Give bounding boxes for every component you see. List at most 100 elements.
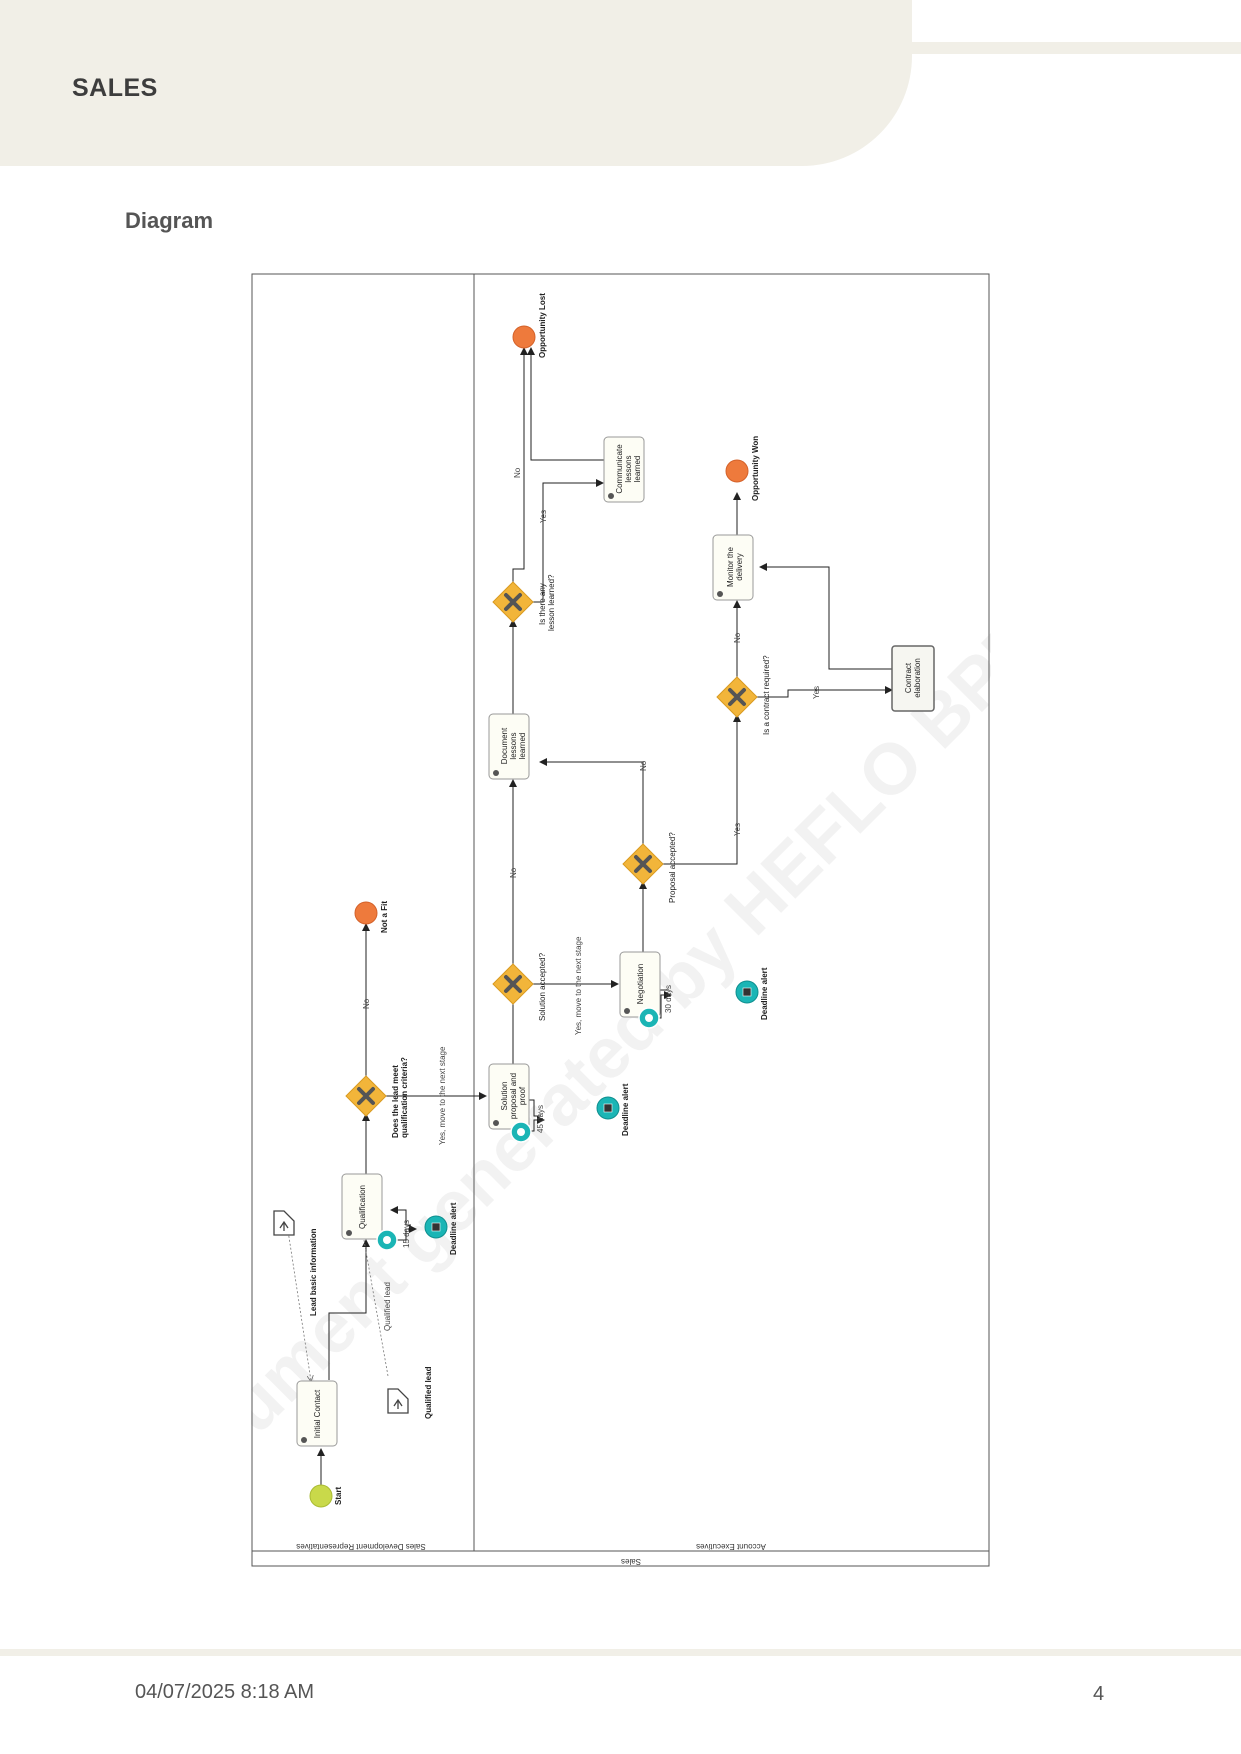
flow-contract-monitor [759,563,892,670]
flow-label-no-5: No [733,632,742,643]
flow-gw4-communicate [531,479,604,603]
task-initial-contact: Initial Contact [296,1380,338,1447]
task-communicate-label-3: learned [633,456,642,483]
envelope-icon [603,1103,613,1113]
data-object-qualified-lead [387,1388,409,1414]
envelope-icon [431,1222,441,1232]
flow-gw3-document [539,758,644,846]
task-document-label-2: lessons [509,732,518,759]
header-strip [912,42,1241,54]
deadline-alert-label-1: Deadline alert [449,1202,458,1255]
flow-communicate-lost [527,347,606,461]
assoc-label-qualified-lead: Qualified lead [383,1282,392,1331]
user-icon [493,770,499,776]
flow-label-yes-next: Yes, move to the next stage [438,1046,447,1145]
lane-label-sdr: Sales Development Representatives [296,1542,425,1551]
flow-gw4-lost [512,347,528,584]
clock-icon [517,1128,525,1136]
task-monitor-delivery: Monitor the delivery [712,534,754,601]
flow-label-no-2: No [509,867,518,878]
task-communicate-label-1: Communicate [615,444,624,494]
assoc-qualification-qualifiedlead [363,1239,389,1377]
task-document-label-3: learned [518,733,527,760]
flow-deadline1-qualification [390,1206,411,1226]
deadline-alert-label-2: Deadline alert [621,1083,630,1136]
flow-label-no: No [362,998,371,1009]
end-event-not-fit [354,901,378,925]
gateway-solution-label: Solution accepted? [538,952,547,1021]
flow-label-no-3: No [639,760,648,771]
task-monitor-label-1: Monitor the [726,546,735,587]
gateway-lesson-label-2: lesson learned? [547,574,556,631]
user-icon [301,1437,307,1443]
timer-label-negotiation: 30 days [664,985,673,1013]
user-icon [493,1120,499,1126]
user-icon [624,1008,630,1014]
task-document-lessons: Document lessons learned [488,713,530,780]
task-contract-label-1: Contract [904,662,913,693]
upload-arrow-icon [279,1220,289,1231]
flow-label-yes-3: Yes [733,823,742,836]
clock-icon [383,1236,391,1244]
gateway-proposal-accepted [622,843,664,885]
timer-label-solution: 45 days [536,1105,545,1133]
task-document-label-1: Document [500,727,509,764]
task-contract-label-2: elaboration [913,658,922,698]
start-event-label: Start [334,1486,343,1505]
task-negotiation-label: Negotiation [636,964,645,1004]
task-solution-proposal: Solution proposal and proof [488,1063,530,1130]
task-solution-label-2: proposal and [509,1073,518,1119]
flow-gw3-gw5 [661,714,741,865]
start-event [309,1484,333,1508]
gateway-contract-label: Is a contract required? [762,655,771,735]
not-fit-label: Not a Fit [380,901,389,933]
data-object-lead-info [273,1210,295,1236]
upload-arrow-icon [393,1398,403,1409]
footer-datetime: 04/07/2025 8:18 AM [135,1681,315,1703]
section-title: Diagram [125,208,214,233]
flow-gw5-contract [755,686,893,698]
page-number: 4 [1093,1683,1105,1705]
data-object-qualified-lead-label: Qualified lead [424,1366,433,1419]
task-solution-label-3: proof [518,1086,527,1105]
task-qualification: Qualification [341,1173,383,1240]
gateway-qualification-criteria [345,1075,387,1117]
assoc-leadinfo-initial [286,1223,311,1381]
gateway-lesson-learned [492,581,534,623]
task-initial-contact-label: Initial Contact [313,1389,322,1438]
opportunity-lost-label: Opportunity Lost [538,293,547,358]
gateway-contract-required [716,676,758,718]
gateway-qualification-label-1: Does the lead meet [391,1065,400,1138]
header-band [0,0,912,166]
envelope-icon [742,987,752,997]
hand-icon [608,493,614,499]
data-object-lead-info-label: Lead basic information [309,1228,318,1316]
flow-label-yes-5: Yes [812,686,821,699]
gateway-proposal-label: Proposal accepted? [668,832,677,903]
task-negotiation: Negotiation [619,951,661,1018]
task-contract-elaboration: Contract elaboration [891,645,935,712]
flow-initial-qualification [328,1239,370,1380]
bpmn-diagram: Document generated by HEFLO BPM | www.he… [251,273,991,1567]
pool-label: Sales [621,1557,641,1566]
timer-label-qualification: 15 days [402,1220,411,1248]
task-communicate-lessons: Communicate lessons learned [603,436,645,503]
gateway-qualification-label-2: qualification criteria? [400,1057,409,1138]
end-event-opportunity-won [725,459,749,483]
task-communicate-label-2: lessons [624,455,633,482]
end-event-opportunity-lost [512,325,536,349]
pool-frame [251,273,990,1567]
flow-label-yes-next-2: Yes, move to the next stage [574,936,583,1035]
flow-label-no-4: No [513,467,522,478]
lane-label-ae: Account Executives [696,1542,766,1551]
user-icon [346,1230,352,1236]
opportunity-won-label: Opportunity Won [751,436,760,501]
flow-label-yes-4: Yes [539,510,548,523]
task-monitor-label-2: delivery [735,553,744,581]
deadline-alert-label-3: Deadline alert [760,967,769,1020]
task-solution-label-1: Solution [500,1082,509,1111]
footer-divider [0,1649,1241,1656]
gateway-lesson-label-1: Is there any [538,583,547,625]
page-title: SALES [72,74,158,102]
clock-icon [645,1014,653,1022]
